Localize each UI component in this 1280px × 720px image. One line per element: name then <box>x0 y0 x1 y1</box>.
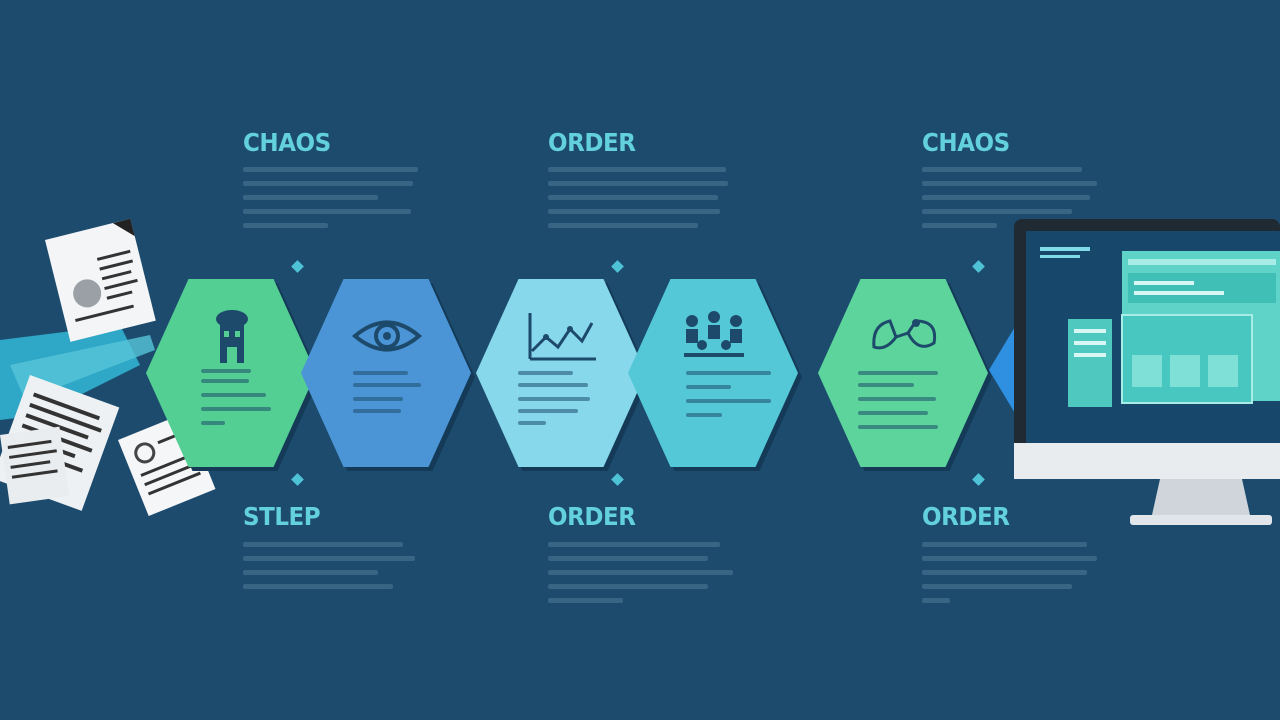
heading-top-center: ORDER <box>548 128 636 157</box>
eye-icon <box>351 320 423 352</box>
blurb-top-left <box>243 167 423 237</box>
hexagon-step-2 <box>301 279 471 467</box>
blurb-bottom-left <box>243 542 423 598</box>
heading-bottom-right: ORDER <box>922 502 1010 531</box>
monitor-text-line <box>1040 247 1090 251</box>
handshake-icon <box>872 319 937 350</box>
blurb-bottom-center <box>548 542 733 612</box>
blurb-top-right <box>922 167 1102 237</box>
heading-bottom-center: ORDER <box>548 502 636 531</box>
document-sheet <box>0 426 70 505</box>
scattered-documents-illustration <box>0 218 216 517</box>
connector-dot <box>291 473 304 486</box>
line-graph-icon <box>528 313 596 361</box>
connector-dot <box>972 473 985 486</box>
connector-dot <box>972 260 985 273</box>
heading-bottom-left: STLEP <box>243 502 321 531</box>
heading-top-left: CHAOS <box>243 128 331 157</box>
connector-dot <box>611 473 624 486</box>
people-group-icon <box>684 311 744 357</box>
blurb-bottom-right <box>922 542 1102 612</box>
connector-dot <box>611 260 624 273</box>
heading-top-right: CHAOS <box>922 128 1010 157</box>
tower-icon <box>216 310 248 363</box>
desktop-monitor-illustration <box>1014 219 1280 525</box>
document-sheet <box>45 218 156 342</box>
connector-dot <box>291 260 304 273</box>
blurb-top-center <box>548 167 728 237</box>
